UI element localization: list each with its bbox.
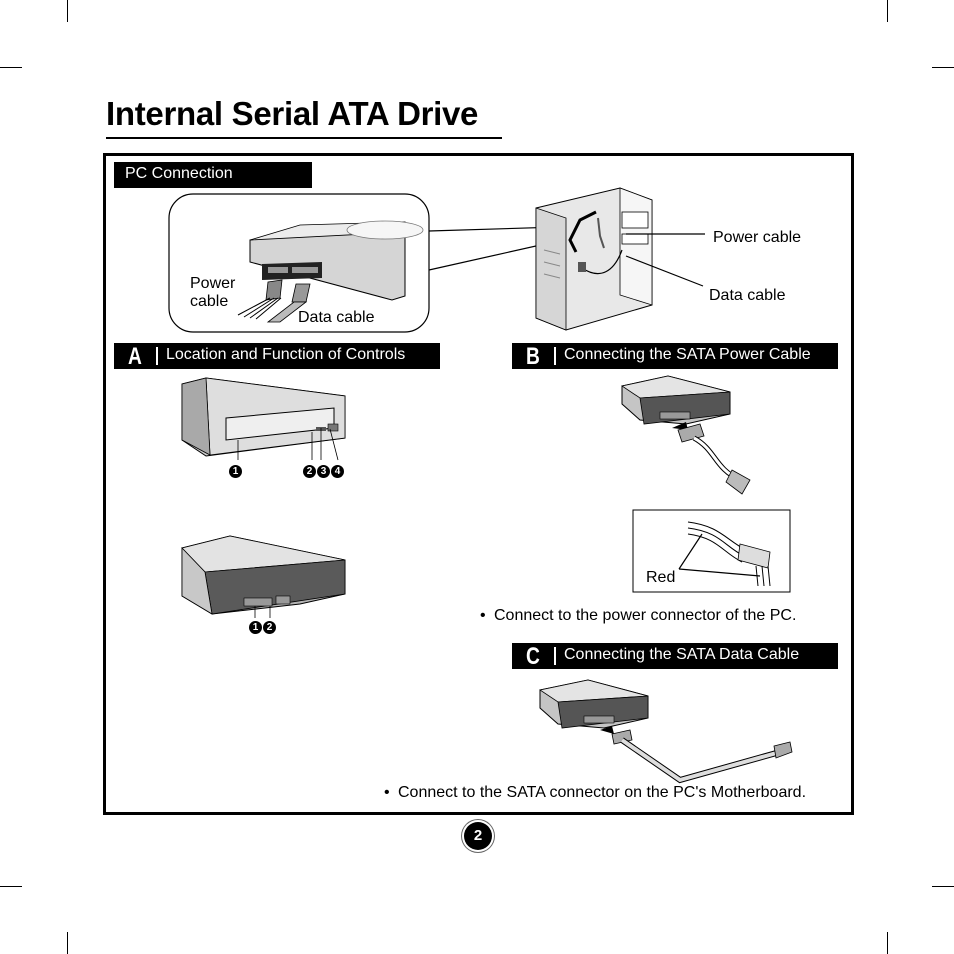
front-callout-1: 1 [229, 465, 242, 478]
section-a-separator [156, 347, 158, 365]
crop-mark [932, 67, 954, 68]
crop-mark [0, 886, 22, 887]
power-cable-inset-label-line2: cable [190, 293, 229, 310]
bullet: • [384, 784, 390, 801]
section-b-header: B Connecting the SATA Power Cable [512, 343, 838, 370]
power-cable-pc-label: Power cable [713, 229, 802, 246]
bullet: • [480, 607, 486, 624]
data-cable-pc-label: Data cable [709, 287, 786, 304]
front-callout-4: 4 [331, 465, 344, 478]
red-wire-label: Red [646, 569, 676, 586]
section-c-header: C Connecting the SATA Data Cable [512, 643, 838, 670]
page-title: Internal Serial ATA Drive [106, 95, 479, 132]
section-a-letter: A [128, 343, 142, 370]
section-c-letter: C [526, 643, 540, 670]
section-c-title: Connecting the SATA Data Cable [564, 646, 800, 663]
section-b-letter: B [526, 343, 540, 370]
power-cable-note-text: Connect to the power connector of the PC… [494, 607, 797, 624]
crop-mark [67, 0, 68, 22]
pc-connection-header-text: PC Connection [125, 165, 233, 182]
rear-callout-1: 1 [249, 621, 262, 634]
front-callout-2: 2 [303, 465, 316, 478]
front-callout-3: 3 [317, 465, 330, 478]
crop-mark [67, 932, 68, 954]
power-cable-inset-label-line1: Power [190, 275, 236, 292]
power-cable-inset-label: Power cable [190, 275, 235, 311]
power-cable-note: • Connect to the power connector of the P… [480, 607, 796, 625]
front-callouts: 1 [229, 461, 243, 479]
section-b-separator [554, 347, 556, 365]
data-cable-note: • Connect to the SATA connector on the PC… [384, 784, 806, 802]
data-cable-note-text: Connect to the SATA connector on the PC'… [398, 784, 807, 801]
pc-connection-header: PC Connection [114, 162, 312, 188]
section-c-separator [554, 647, 556, 665]
content-frame [103, 153, 854, 815]
title-underline [106, 137, 502, 139]
section-a-header: A Location and Function of Controls [114, 343, 440, 370]
section-b-title: Connecting the SATA Power Cable [564, 346, 811, 363]
crop-mark [0, 67, 22, 68]
data-cable-inset-label: Data cable [298, 309, 375, 326]
section-a-title: Location and Function of Controls [166, 346, 406, 363]
crop-mark [887, 932, 888, 954]
rear-callout-2: 2 [263, 621, 276, 634]
page-number-badge: 2 [464, 822, 492, 850]
crop-mark [932, 886, 954, 887]
crop-mark [887, 0, 888, 22]
